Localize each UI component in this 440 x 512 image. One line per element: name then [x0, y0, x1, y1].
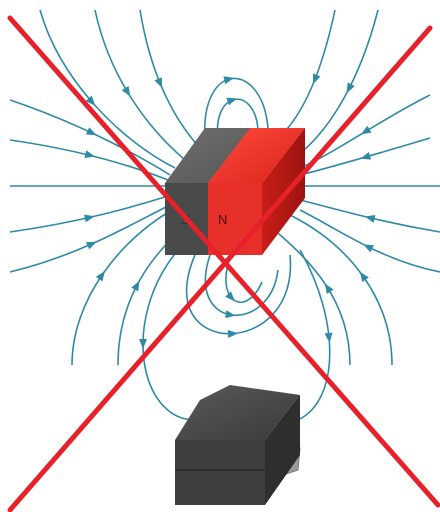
field-line — [275, 9, 336, 141]
magnet-north-front — [208, 183, 262, 255]
field-line — [289, 214, 393, 366]
north-pole-label: N — [218, 212, 227, 227]
field-arrow — [363, 244, 374, 253]
field-arrow — [84, 214, 95, 223]
sensor-top — [175, 385, 300, 440]
field-arrow — [226, 97, 238, 106]
field-arrow — [85, 95, 96, 106]
magnet-north-side — [262, 128, 305, 255]
field-arrow — [223, 76, 235, 85]
field-arrow — [324, 283, 334, 294]
field-arrow — [360, 125, 372, 135]
field-line — [139, 9, 201, 149]
field-line — [9, 204, 171, 273]
cross-line-2 — [7, 25, 433, 512]
field-arrow — [324, 332, 333, 343]
field-arrow — [131, 280, 140, 292]
field-line — [299, 199, 440, 233]
field-line — [142, 249, 196, 421]
field-line — [297, 9, 379, 156]
field-line — [39, 9, 176, 169]
field-line — [297, 249, 331, 421]
field-arrows — [84, 73, 376, 350]
field-arrow — [313, 73, 321, 85]
field-arrow — [85, 241, 97, 250]
field-line — [9, 195, 169, 233]
field-line — [9, 99, 171, 176]
field-arrow — [364, 214, 376, 223]
field-arrow — [84, 150, 96, 159]
hall-sensor — [175, 385, 301, 505]
field-arrow — [139, 339, 148, 350]
magnet-north-top — [208, 128, 305, 183]
field-arrow — [346, 82, 355, 94]
field-arrow — [360, 151, 372, 160]
sensor-front — [175, 440, 265, 505]
field-arrow — [85, 127, 97, 136]
field-arrow — [95, 270, 105, 282]
field-arrow — [154, 77, 162, 89]
bar-magnet: S N — [165, 128, 305, 255]
field-line — [94, 9, 186, 161]
sensor-side — [265, 395, 300, 505]
field-line — [9, 139, 169, 181]
field-arrow — [121, 86, 131, 97]
field-line — [299, 209, 440, 273]
field-arrow — [227, 330, 239, 338]
red-cross — [7, 15, 440, 512]
field-arrow — [225, 291, 235, 302]
field-arrow — [225, 310, 236, 319]
field-arrow — [359, 271, 369, 283]
